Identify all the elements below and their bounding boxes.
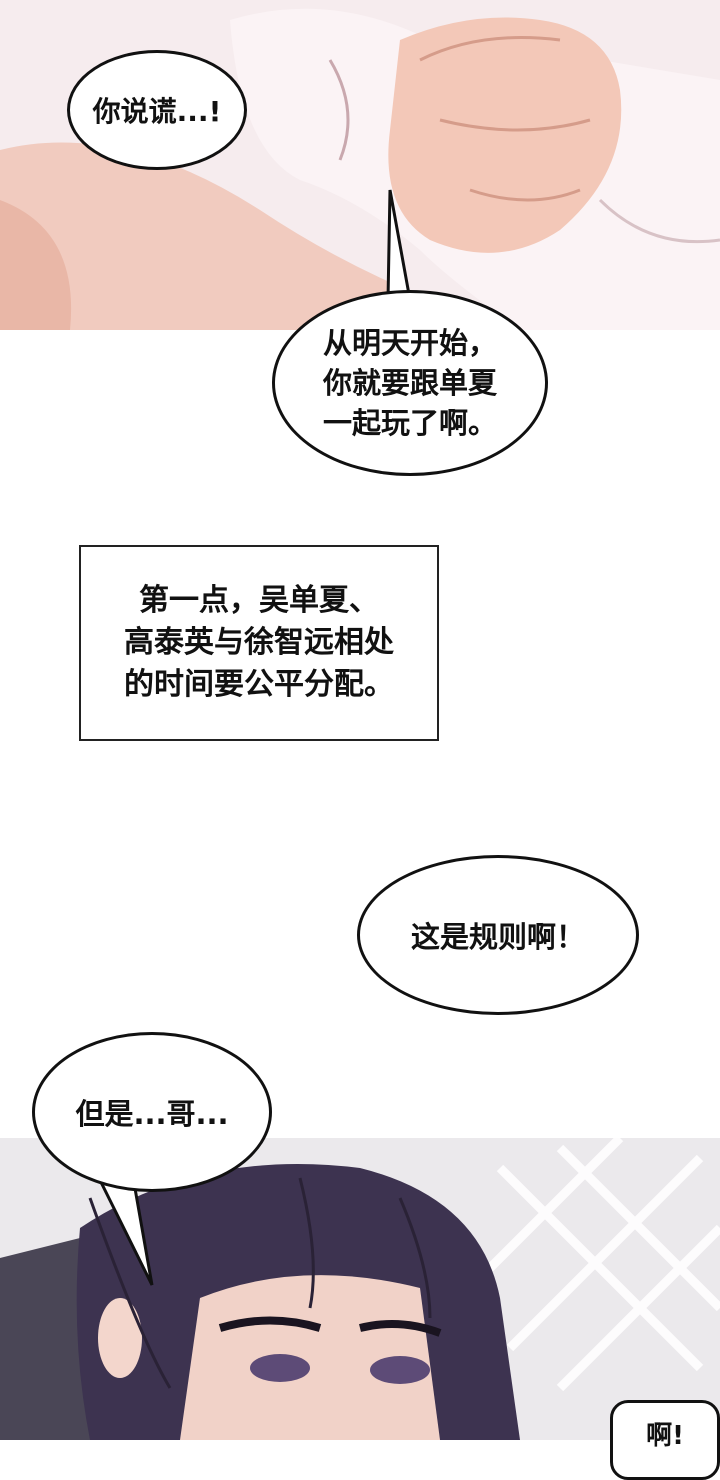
bottom-panel	[0, 1138, 720, 1440]
speech-text-ah: 啊!	[646, 1421, 684, 1451]
speech-line-3: 一起玩了啊。	[322, 406, 497, 440]
bubble-tail-from-tomorrow	[386, 189, 412, 302]
speech-bubble-rule: 这是规则啊！	[357, 855, 639, 1015]
narration-line-3: 的时间要公平分配。	[124, 667, 394, 702]
speech-bubble-liar: 你说谎...!	[67, 50, 247, 170]
speech-line-2: 你就要跟单夏	[322, 366, 497, 400]
top-panel	[0, 0, 720, 330]
narration-box: 第一点，吴单夏、 高泰英与徐智远相处 的时间要公平分配。	[79, 545, 439, 741]
narration-line-2: 高泰英与徐智远相处	[124, 625, 394, 660]
speech-bubble-ah: 啊!	[610, 1400, 720, 1480]
speech-bubble-from-tomorrow: 从明天开始， 你就要跟单夏 一起玩了啊。	[272, 290, 548, 476]
speech-bubble-but-brother: 但是...哥...	[32, 1032, 272, 1192]
hand-grip-illustration	[0, 0, 720, 330]
speech-text-rule: 这是规则啊！	[410, 920, 585, 954]
speech-line-1: 从明天开始，	[322, 326, 497, 360]
narration-line-1: 第一点，吴单夏、	[139, 583, 379, 618]
character-illustration	[0, 1138, 720, 1440]
speech-text-but-brother: 但是...哥...	[75, 1097, 229, 1131]
speech-text-liar: 你说谎...!	[92, 95, 222, 128]
